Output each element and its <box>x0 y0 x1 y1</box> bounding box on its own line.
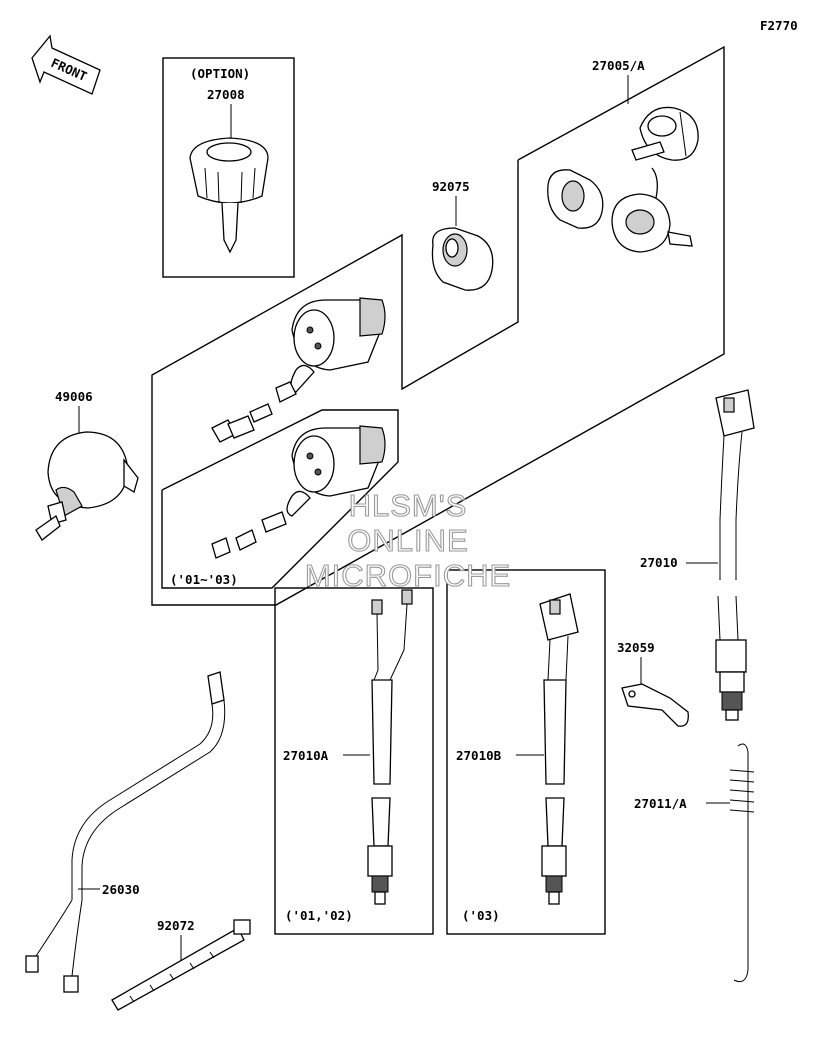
part-label-49006: 49006 <box>55 389 93 404</box>
switch-variant-box <box>161 409 399 589</box>
part-label-32059: 32059 <box>617 640 655 655</box>
tie-band-icon <box>111 919 251 1011</box>
switch-lead-a-icon <box>367 589 413 905</box>
watermark-line-1: HLSM'S <box>349 488 468 523</box>
key-set-icon <box>547 106 699 253</box>
front-arrow-icon: FRONT <box>31 34 101 95</box>
ignition-switch-lower-icon <box>211 425 386 559</box>
part-label-92072: 92072 <box>157 918 195 933</box>
spring-rod-icon <box>729 743 755 983</box>
neutral-switch-icon <box>715 389 755 721</box>
watermark: HLSM'S ONLINE MICROFICHE <box>304 487 511 593</box>
lead-b-year-note: ('03) <box>462 908 500 923</box>
lead-a-year-note: ('01,'02) <box>285 908 353 923</box>
option-box <box>162 57 295 278</box>
ignition-assembly-outline <box>151 45 725 606</box>
part-label-92075: 92075 <box>432 179 470 194</box>
bracket-icon <box>621 683 689 727</box>
horn-icon <box>35 431 139 541</box>
ignition-switch-upper-icon <box>211 297 386 443</box>
seal-ring-icon <box>431 227 494 291</box>
figure-id: F2770 <box>760 18 798 33</box>
watermark-line-3: MICROFICHE <box>305 558 511 593</box>
wire-harness-icon <box>25 671 226 993</box>
part-label-26030: 26030 <box>102 882 140 897</box>
part-label-27005a: 27005/A <box>592 58 645 73</box>
part-label-27010a: 27010A <box>283 748 329 763</box>
part-label-27010b: 27010B <box>456 748 502 763</box>
knob-cap-icon <box>189 137 269 254</box>
watermark-line-2: ONLINE <box>347 523 468 558</box>
lead-a-box <box>274 587 434 935</box>
option-label: (OPTION) <box>190 66 250 81</box>
part-label-27010: 27010 <box>640 555 678 570</box>
switch-lead-b-icon <box>539 593 579 905</box>
lead-b-box <box>446 569 606 935</box>
part-label-27011a: 27011/A <box>634 796 687 811</box>
switch-year-note: ('01~'03) <box>170 572 238 587</box>
part-label-27008: 27008 <box>207 87 245 102</box>
